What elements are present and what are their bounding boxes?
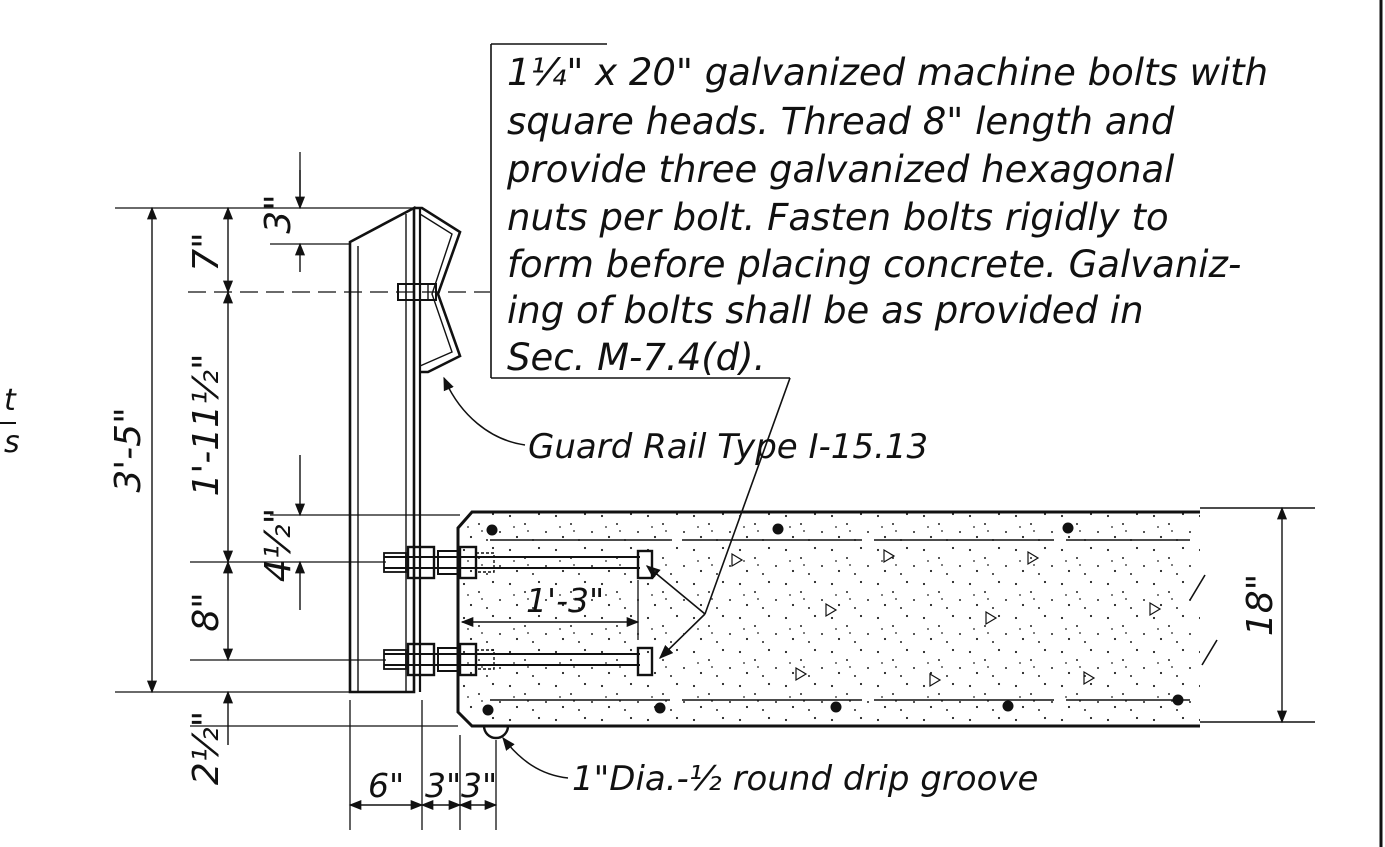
dim-bolt-embed: 1'-3": [526, 581, 604, 620]
anchor-bolt-lower: [383, 642, 654, 677]
dimension-labels: 3'-5" 7" 1'-11½" 8" 2½" 3" 4½" 18" 1'-3"…: [108, 194, 1281, 805]
dim-slab-depth: 18": [1240, 574, 1281, 636]
drip-groove-callout: 1"Dia.-½ round drip groove: [572, 759, 1038, 799]
edge-fraction-fragment: t s: [0, 383, 20, 460]
dim-top-3: 3": [258, 194, 299, 233]
anchor-bolt-upper: [383, 545, 654, 580]
w-beam-rail: [414, 206, 462, 692]
dim-bolt-spacing: 8": [186, 592, 227, 631]
dimension-lines: [146, 170, 1288, 830]
note-line-5: form before placing concrete. Galvaniz-: [507, 243, 1241, 286]
note-line-7: Sec. M-7.4(d).: [507, 336, 765, 379]
dim-width-6: 6": [368, 766, 404, 805]
edge-text-top: t: [4, 383, 17, 418]
extension-lines: [115, 152, 490, 727]
note-line-6: ing of bolts shall be as provided in: [507, 289, 1144, 332]
guard-rail-post: [348, 205, 416, 694]
note-line-4: nuts per bolt. Fasten bolts rigidly to: [507, 196, 1169, 239]
dim-width-3b: 3": [461, 766, 497, 805]
dim-top-7: 7": [186, 232, 227, 271]
dim-overall-height: 3'-5": [108, 407, 149, 492]
note-line-1: 1¼" x 20" galvanized machine bolts with: [507, 51, 1268, 94]
callout-labels: Guard Rail Type I-15.13 1"Dia.-½ round d…: [528, 427, 1038, 799]
note-text: 1¼" x 20" galvanized machine bolts with …: [506, 51, 1268, 379]
dim-width-3a: 3": [425, 766, 461, 805]
dim-bottom-2-5: 2½": [186, 711, 227, 785]
callout-leaders: [443, 376, 569, 779]
edge-text-bottom: s: [4, 425, 20, 460]
note-line-2: square heads. Thread 8" length and: [507, 100, 1175, 143]
guard-rail-callout: Guard Rail Type I-15.13: [528, 427, 928, 467]
concrete-slab: [456, 507, 1315, 740]
dim-gap-4-5: 4½": [258, 508, 299, 582]
note-line-3: provide three galvanized hexagonal: [506, 148, 1175, 191]
dim-rail-span: 1'-11½": [186, 353, 227, 496]
